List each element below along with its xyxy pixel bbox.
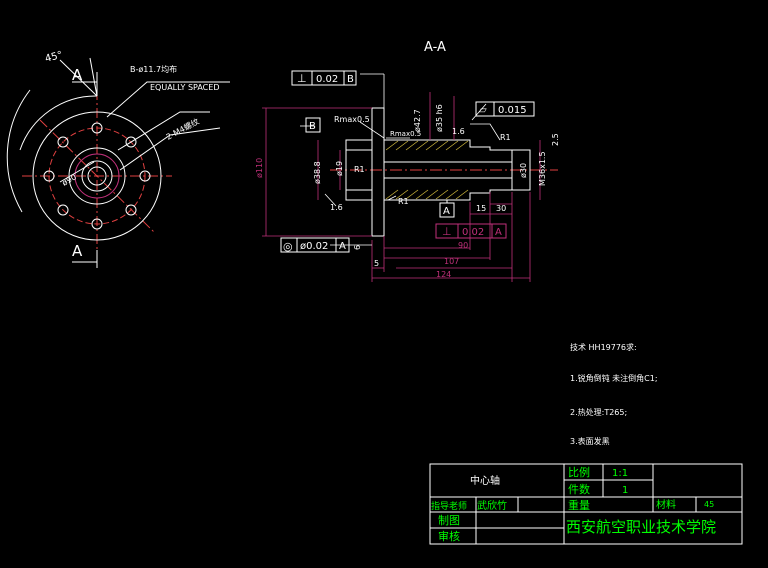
datum-b: B	[305, 117, 321, 133]
r1-label-a: R1	[500, 133, 511, 142]
bolt-hole	[91, 218, 103, 230]
drawn-label: 制图	[438, 514, 460, 527]
qty-value: 1	[622, 485, 628, 496]
weight-label: 重量	[568, 498, 590, 512]
hole-note-2: EQUALLY SPACED	[150, 83, 219, 92]
section-view	[262, 73, 558, 282]
fcf-conc-a: ◎ ø0.02 A	[280, 237, 350, 253]
note-line-2: 2.热处理:T265;	[570, 407, 627, 417]
svg-text:0.02: 0.02	[316, 74, 338, 85]
note-line-0: 技术 HH19776求:	[570, 342, 637, 352]
scale-value: 1:1	[612, 468, 628, 479]
tech-notes: 技术 HH19776求: 1.锐角倒钝 未注倒角C1; 2.热处理:T265; …	[570, 342, 658, 446]
d42-label: ø42.7	[413, 109, 422, 132]
part-name: 中心轴	[470, 474, 500, 487]
bolt-hole	[125, 204, 137, 216]
w30-label: 30	[496, 204, 506, 213]
note-line-1: 1.锐角倒钝 未注倒角C1;	[570, 373, 658, 383]
bolt-hole	[139, 170, 151, 182]
datum-a: A	[439, 200, 455, 218]
svg-text:⊥: ⊥	[297, 72, 307, 85]
rmax-label: Rmax0.5	[334, 115, 370, 124]
w90-label: 90	[458, 241, 468, 250]
instructor-label: 指导老师	[431, 500, 467, 512]
svg-text:⊥: ⊥	[442, 225, 452, 238]
checked-label: 审核	[438, 529, 460, 543]
w15-label: 15	[476, 204, 486, 213]
title-block	[429, 463, 743, 545]
svg-text:A: A	[339, 241, 346, 252]
svg-text:A: A	[443, 206, 450, 217]
d35-label: ø35 h6	[435, 104, 444, 132]
scale-label: 比例	[568, 465, 590, 479]
w107-label: 107	[444, 257, 459, 266]
section-mark-bottom: A	[72, 242, 83, 260]
fcf-perp-a: ⊥ 0.02 A	[435, 223, 507, 239]
material-label: 材料	[656, 498, 676, 511]
school-name: 西安航空职业技术学院	[566, 518, 716, 536]
w16b-label: 1.6	[330, 203, 343, 212]
front-angle-label: 45°	[44, 50, 64, 65]
fcf-perp-b: ⊥ 0.02 B	[291, 70, 357, 86]
w25-label: 2.5	[551, 133, 560, 146]
svg-text:ø0.02: ø0.02	[300, 241, 328, 252]
d30-label: ø30	[519, 163, 528, 178]
bolt-hole	[57, 204, 69, 216]
bolt-hole	[43, 170, 55, 182]
material-value: 45	[704, 500, 714, 509]
svg-text:A: A	[495, 227, 502, 238]
fcf-flat: ▱ 0.015	[475, 101, 535, 117]
w5-label: 5	[374, 259, 379, 268]
svg-text:B: B	[309, 121, 316, 132]
d110-label: ø110	[255, 158, 264, 178]
bolt-hole	[91, 122, 103, 134]
instructor-name: 武欣竹	[477, 499, 507, 512]
w16-label: 1.6	[452, 127, 465, 136]
svg-text:B: B	[347, 74, 354, 85]
hole-note: B-ø11.7均布	[130, 64, 177, 74]
thread-note: 2-M4螺纹	[164, 116, 200, 142]
flange-outer-circle	[32, 111, 162, 241]
w6-label: 6	[353, 245, 362, 250]
d38-label: ø38.8	[313, 161, 322, 184]
m36-label: M36x1.5	[538, 151, 547, 186]
front-view	[6, 57, 230, 268]
rmax-label-2: Rmax0.5	[390, 130, 421, 138]
qty-label: 件数	[568, 483, 590, 496]
bolt-hole	[57, 136, 69, 148]
flange	[371, 107, 385, 237]
r1-label-b: R1	[354, 165, 365, 174]
r1-label-c: R1	[398, 197, 409, 206]
section-mark-top: A	[72, 66, 83, 84]
svg-text:◎: ◎	[283, 240, 293, 253]
svg-text:▱: ▱	[479, 105, 487, 116]
section-title: A-A	[424, 40, 446, 55]
svg-text:0.02: 0.02	[462, 227, 484, 238]
bolt-hole	[125, 136, 137, 148]
d19-label: ø19	[335, 161, 344, 176]
svg-text:0.015: 0.015	[498, 105, 527, 116]
w124-label: 124	[436, 270, 451, 279]
note-line-3: 3.表面发黑	[570, 436, 610, 446]
